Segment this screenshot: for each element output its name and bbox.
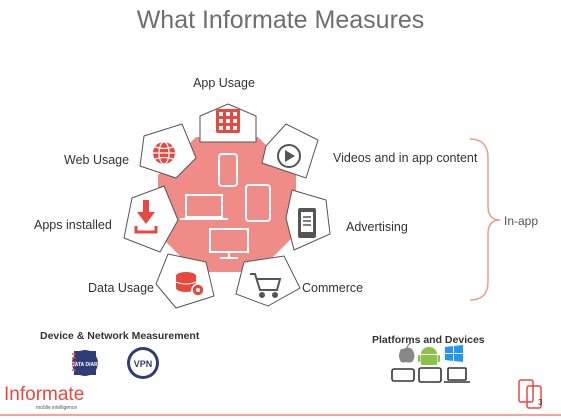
in-app-brace — [469, 138, 501, 301]
label-apps-installed: Apps installed — [34, 218, 112, 232]
windows-icon — [445, 345, 463, 362]
informate-logo: Informate mobile intelligence — [4, 384, 84, 411]
globe-icon — [153, 141, 175, 165]
platforms-title: Platforms and Devices — [372, 334, 485, 346]
category-web-usage — [139, 123, 197, 179]
corner-devices-icon — [518, 379, 542, 409]
vpn-label: VPN — [134, 359, 153, 369]
label-advertising: Advertising — [346, 220, 408, 234]
category-data-usage — [155, 253, 215, 309]
logo-brand: Informate — [4, 384, 84, 405]
data-diary-text: DATA DIARY — [71, 362, 101, 368]
label-app-usage: App Usage — [193, 76, 255, 90]
grid-apps-icon — [216, 109, 240, 133]
label-data-usage: Data Usage — [88, 281, 154, 295]
category-apps-installed — [123, 185, 179, 253]
device-network-title: Device & Network Measurement — [40, 330, 200, 342]
category-commerce — [235, 255, 301, 307]
apple-icon — [399, 342, 415, 363]
in-app-label: In-app — [504, 214, 538, 228]
data-diary-badge: DATA DIARY — [71, 350, 102, 376]
label-videos: Videos and in app content — [333, 151, 478, 165]
label-commerce: Commerce — [302, 281, 363, 295]
ad-phone-icon — [298, 208, 316, 238]
central-devices-icon — [180, 153, 271, 259]
central-octagon — [158, 137, 296, 272]
logo-tagline: mobile intelligence — [36, 405, 77, 411]
database-gear-icon — [175, 272, 205, 297]
category-advertising — [285, 189, 331, 251]
play-icon — [277, 144, 301, 168]
shopping-cart-icon — [250, 273, 282, 298]
android-icon — [418, 347, 440, 365]
slide-title: What Informate Measures — [136, 6, 425, 34]
vpn-badge: VPN — [127, 347, 159, 379]
category-app-usage — [199, 103, 257, 143]
page-number: 3 — [538, 398, 543, 407]
download-icon — [134, 200, 158, 234]
tablet-icon — [418, 367, 442, 383]
category-videos — [261, 123, 319, 179]
phone-icon — [391, 368, 415, 382]
label-web-usage: Web Usage — [64, 153, 129, 167]
laptop-icon — [444, 367, 470, 383]
